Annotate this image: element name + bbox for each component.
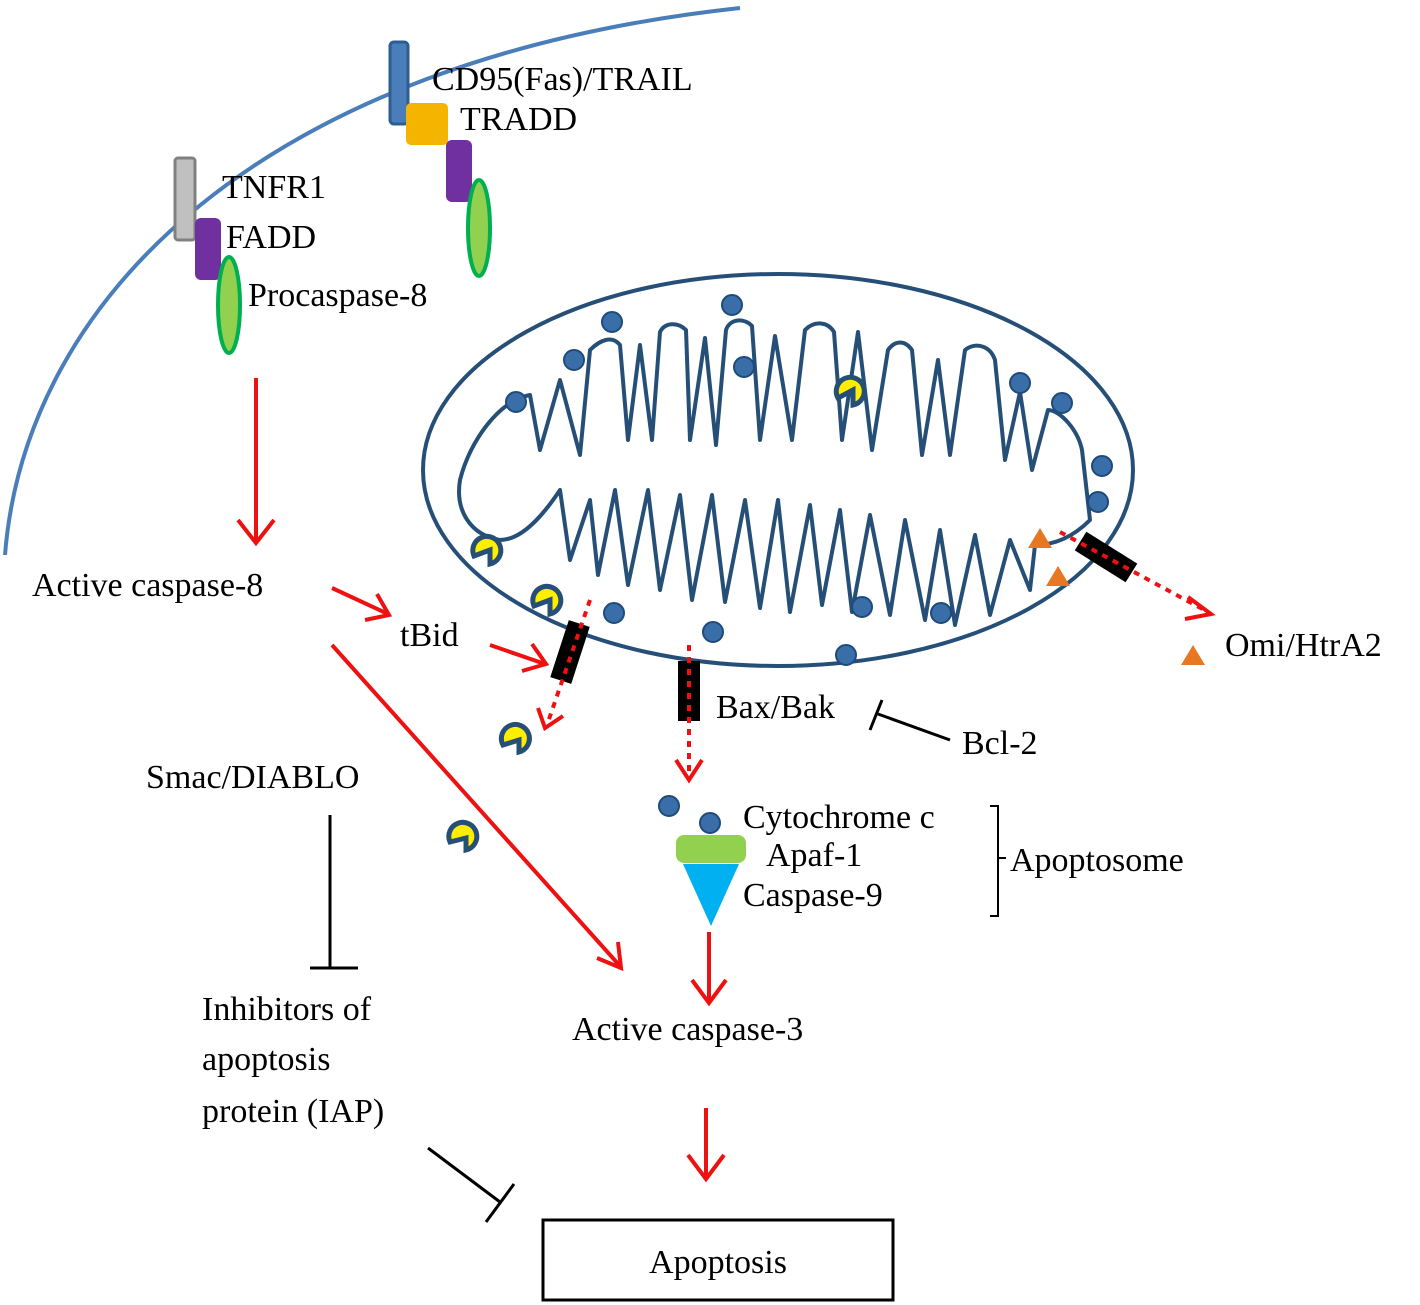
label-procaspase8: Procaspase-8	[248, 277, 427, 314]
label-apaf1: Apaf-1	[766, 837, 862, 874]
label-active-caspase8: Active caspase-8	[32, 567, 263, 604]
inhibition-iap-apoptosis	[427, 1146, 516, 1223]
label-apoptosis: Apoptosis	[649, 1244, 787, 1281]
apaf1-shape	[676, 835, 746, 863]
mitochondrion-outer-membrane	[421, 272, 1135, 668]
procaspase8-tnfr1	[216, 255, 242, 355]
arrow-caspase8-to-tbid	[331, 586, 393, 622]
pore-bax-bak	[678, 661, 700, 721]
apoptosome-bracket	[990, 805, 1006, 917]
arrow-apoptosome-to-caspase3	[690, 932, 728, 1007]
fadd-adaptor	[195, 218, 221, 280]
label-cytochrome-c: Cytochrome c	[743, 799, 935, 836]
label-fadd: FADD	[226, 219, 316, 256]
label-bax-bak: Bax/Bak	[716, 689, 835, 726]
apoptosis-box	[541, 1218, 895, 1302]
omi-released	[1181, 645, 1205, 665]
arrow-procaspase8-to-active	[236, 378, 276, 547]
procaspase8-cd95	[466, 178, 492, 278]
label-apoptosome: Apoptosome	[1010, 842, 1184, 879]
label-smac: Smac/DIABLO	[146, 759, 359, 796]
label-iap-line1: Inhibitors of	[202, 991, 372, 1028]
tradd-adaptor	[406, 103, 448, 145]
caspase9-shape	[683, 864, 739, 926]
tnfr1-receptor	[173, 156, 197, 242]
inhibition-bcl2-baxbak	[868, 699, 951, 742]
smac-released	[446, 722, 532, 854]
cell-membrane	[3, 6, 741, 556]
apoptosome-cytochrome-c	[658, 795, 721, 834]
release-arrow-omi	[1059, 530, 1216, 621]
cytochrome-c-inside	[505, 294, 1113, 666]
label-bcl2: Bcl-2	[962, 725, 1038, 762]
cd95-receptor	[388, 40, 410, 126]
arrow-caspase3-to-apoptosis	[686, 1108, 726, 1183]
arrow-caspase8-to-caspase3	[330, 643, 624, 972]
label-cd95: CD95(Fas)/TRAIL	[432, 61, 693, 98]
label-tradd: TRADD	[460, 101, 577, 138]
arrow-tbid-to-pore	[489, 642, 550, 673]
mitochondrion-cristae	[457, 318, 1092, 627]
release-arrow-smac	[536, 599, 592, 732]
omi-inside	[1028, 528, 1070, 586]
fadd-adaptor-cd95	[446, 140, 472, 202]
release-arrow-cytochrome	[674, 645, 704, 784]
label-iap-line3: protein (IAP)	[202, 1093, 384, 1130]
label-iap-line2: apoptosis	[202, 1041, 330, 1078]
smac-inside	[470, 374, 867, 618]
pore-smac	[550, 620, 590, 684]
label-tnfr1: TNFR1	[222, 169, 326, 206]
label-tbid: tBid	[400, 617, 459, 654]
inhibition-smac-iap	[310, 815, 358, 970]
label-active-caspase3: Active caspase-3	[572, 1011, 803, 1048]
label-omi: Omi/HtrA2	[1225, 627, 1382, 664]
label-caspase9: Caspase-9	[743, 877, 883, 914]
